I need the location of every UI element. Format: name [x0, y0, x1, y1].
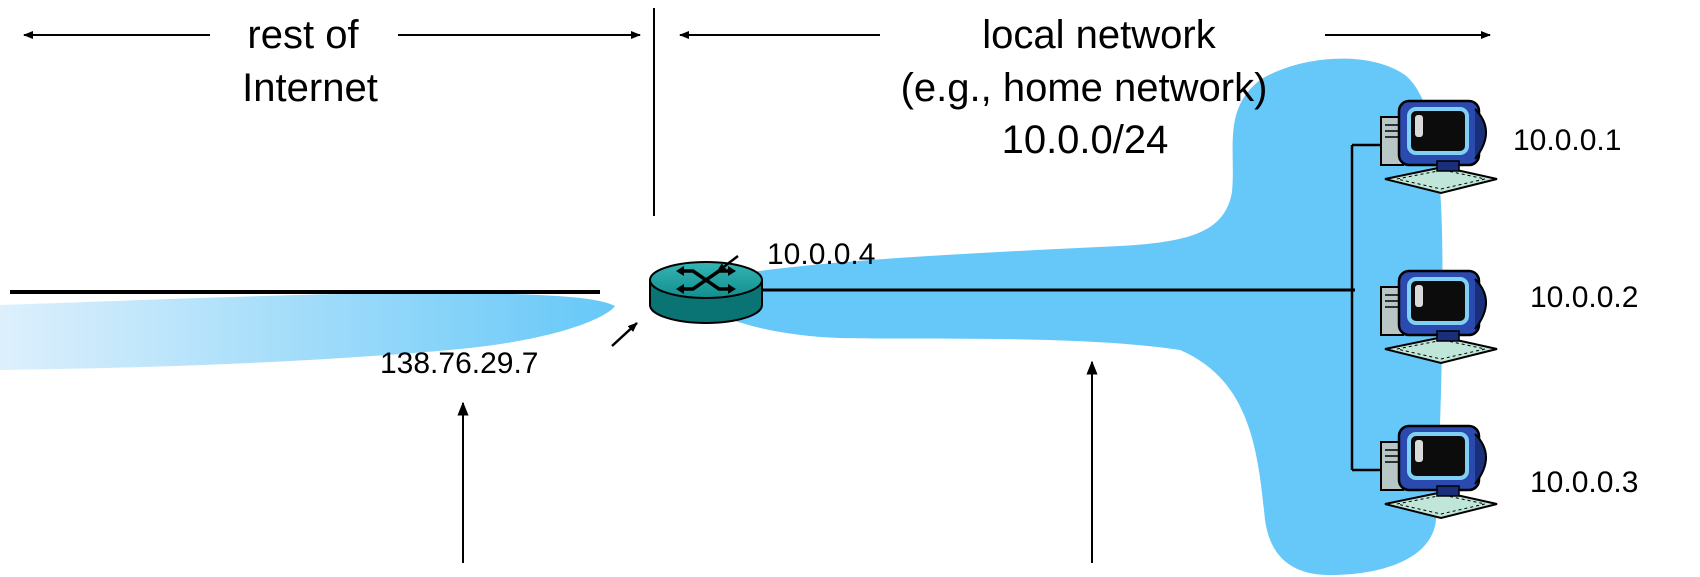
wan-ip-pointer [611, 322, 638, 347]
desktop-computer-icon [1379, 269, 1499, 365]
local-network-example-label: (e.g., home network) [901, 66, 1268, 110]
nat-router [649, 261, 763, 324]
wan-cloud [0, 292, 615, 370]
router-wan-ip-label: 138.76.29.7 [380, 347, 538, 380]
lan-ip-pointer [716, 255, 739, 273]
desktop-computer-icon [1379, 99, 1499, 195]
local-network-label: local network [982, 13, 1216, 57]
host1-ip-label: 10.0.0.1 [1513, 124, 1621, 157]
desktop-computer-icon [1379, 424, 1499, 520]
lan-cloud [705, 58, 1443, 576]
local-network-prefix-label: 10.0.0/24 [1002, 118, 1169, 162]
host3-ip-label: 10.0.0.3 [1530, 466, 1638, 499]
rest-of-internet-label-line2: Internet [242, 66, 378, 110]
router-lan-ip-label: 10.0.0.4 [767, 238, 875, 271]
host2-ip-label: 10.0.0.2 [1530, 281, 1638, 314]
rest-of-internet-label-line1: rest of [247, 13, 359, 57]
